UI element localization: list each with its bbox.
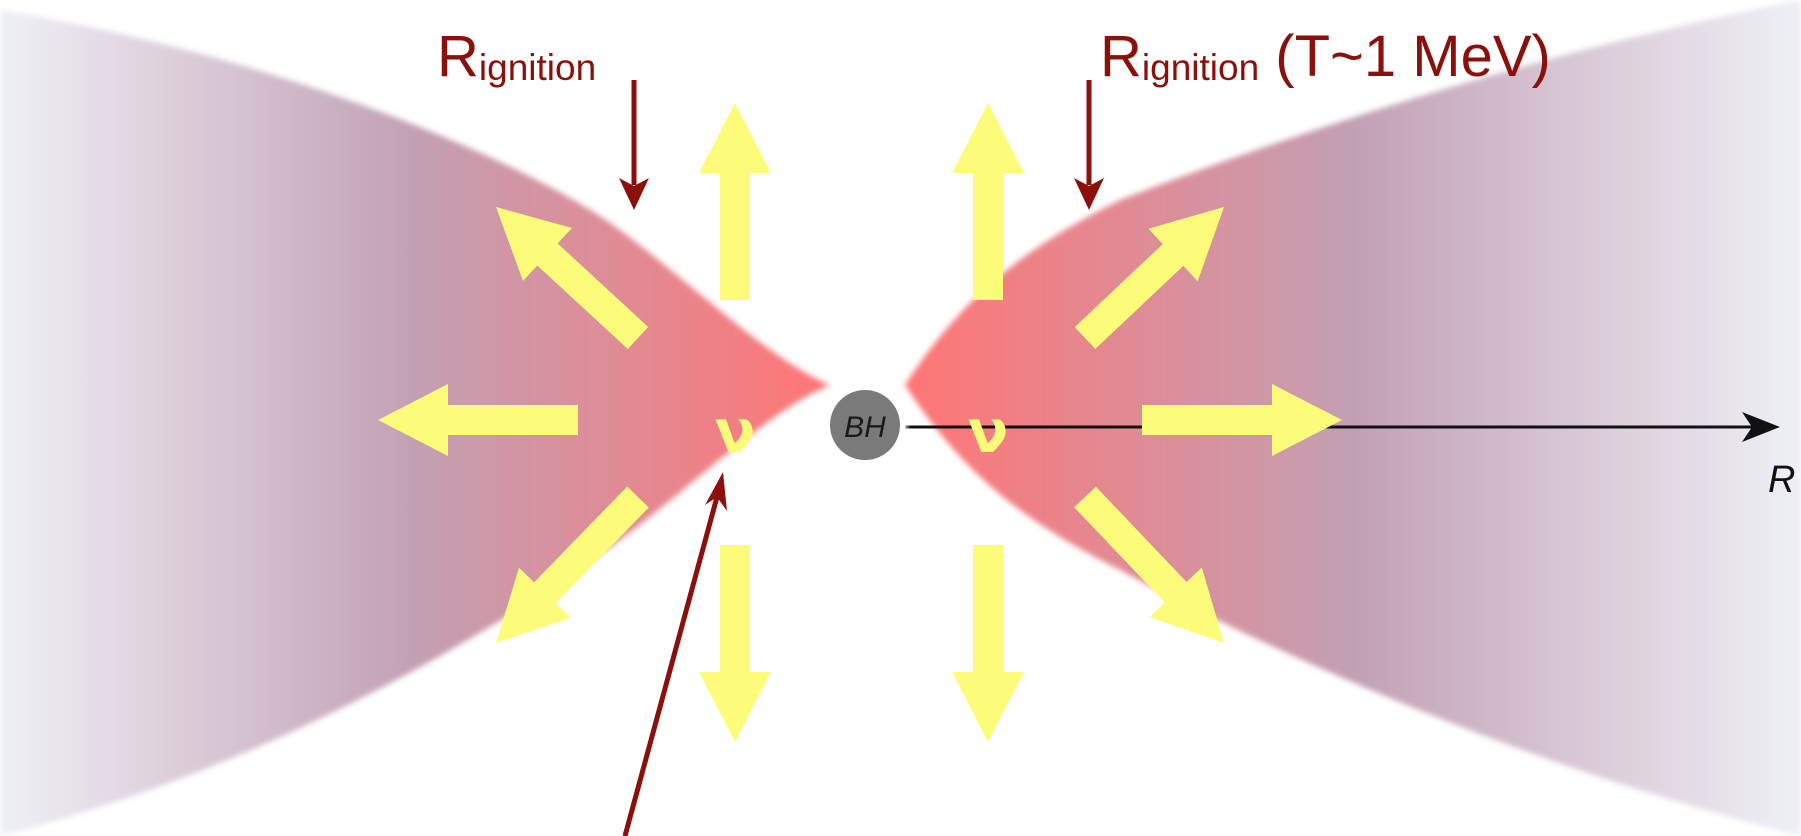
disk-right-half: [905, 0, 1801, 836]
ignition-label-right: Rignition (T~1 MeV): [1100, 24, 1551, 89]
pointer-arrow-ignition-left: [619, 80, 649, 210]
emission-arrow-up-right-col: [952, 103, 1024, 300]
ignition-left-main: R: [437, 24, 479, 89]
emission-arrow-upper-right: [1074, 207, 1224, 349]
black-hole-disc: [830, 390, 900, 460]
emission-arrow-up-left-col: [699, 103, 771, 300]
pointer-arrow-ignition-right: [1074, 80, 1104, 210]
neutrino-label-left: ν: [715, 397, 756, 467]
emission-arrow-down-right-col: [952, 545, 1024, 742]
axis-arrowhead: [1742, 412, 1780, 442]
emission-arrow-lower-right: [1074, 486, 1224, 643]
ignition-right-main: R: [1100, 24, 1142, 89]
ignition-right-suffix: (T~1 MeV): [1259, 24, 1551, 89]
emission-arrow-down-left-col: [699, 545, 771, 742]
neutrino-label-right: ν: [968, 397, 1009, 467]
emission-arrow-right: [1142, 384, 1342, 456]
ignition-right-sub: ignition: [1142, 47, 1259, 88]
axis-label-r: R: [1768, 459, 1795, 501]
pointer-arrow-neutrino-source: [622, 472, 727, 836]
ignition-label-left: Rignition: [437, 24, 596, 89]
emission-arrow-upper-left: [496, 207, 649, 349]
emission-arrows: [378, 103, 1342, 742]
emission-arrow-lower-left: [496, 486, 649, 643]
r-axis: [905, 412, 1780, 442]
emission-arrow-left: [378, 384, 578, 456]
black-hole-label: BH: [844, 411, 886, 444]
ignition-left-sub: ignition: [479, 47, 596, 88]
black-hole: BH: [823, 383, 907, 467]
